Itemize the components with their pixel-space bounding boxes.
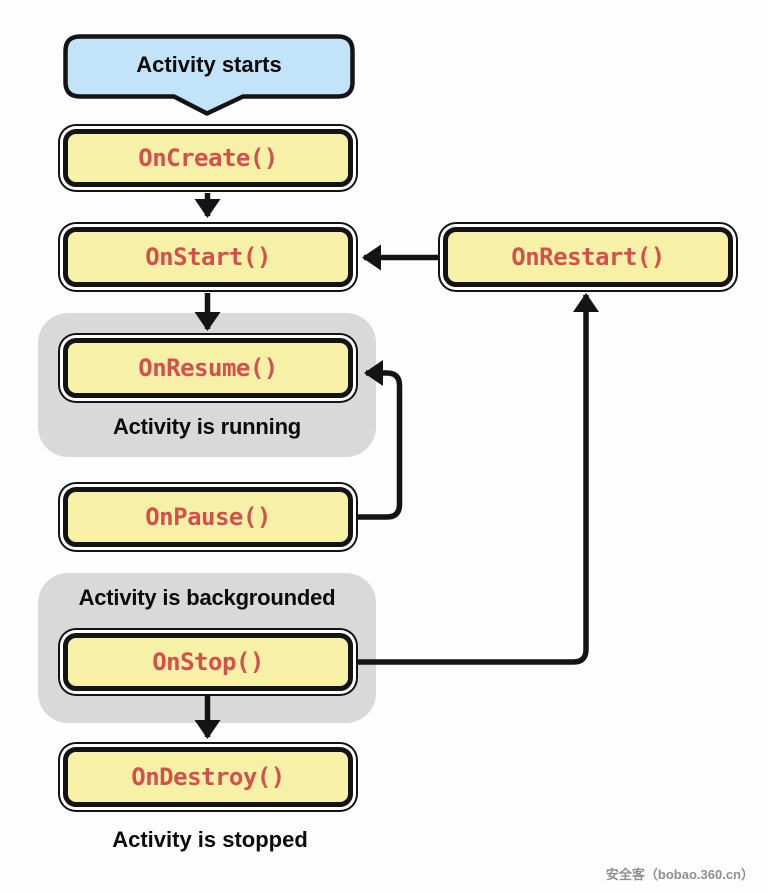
watermark: 安全客（bobao.360.cn） — [605, 867, 754, 882]
node-onrestart: OnRestart() — [443, 227, 733, 287]
caption-activity-stopped: Activity is stopped — [112, 827, 308, 852]
arrow-onstop-to-onrestart — [356, 293, 599, 665]
activity-starts-label: Activity starts — [136, 52, 282, 77]
node-onresume: OnResume() — [63, 338, 353, 398]
node-onstop: OnStop() — [63, 633, 353, 691]
node-onstop-label: OnStop() — [152, 648, 264, 676]
group-running-label: Activity is running — [112, 414, 302, 439]
group-backgrounded-label: Activity is backgrounded — [78, 585, 336, 610]
node-onresume-label: OnResume() — [138, 354, 278, 382]
node-ondestroy: OnDestroy() — [63, 747, 353, 807]
node-onpause: OnPause() — [63, 487, 353, 547]
node-ondestroy-label: OnDestroy() — [131, 763, 285, 791]
node-oncreate-label: OnCreate() — [138, 144, 278, 172]
node-onrestart-label: OnRestart() — [511, 243, 665, 271]
node-onpause-label: OnPause() — [145, 503, 271, 531]
node-oncreate: OnCreate() — [63, 129, 353, 187]
node-onstart: OnStart() — [63, 227, 353, 287]
node-onstart-label: OnStart() — [145, 243, 271, 271]
